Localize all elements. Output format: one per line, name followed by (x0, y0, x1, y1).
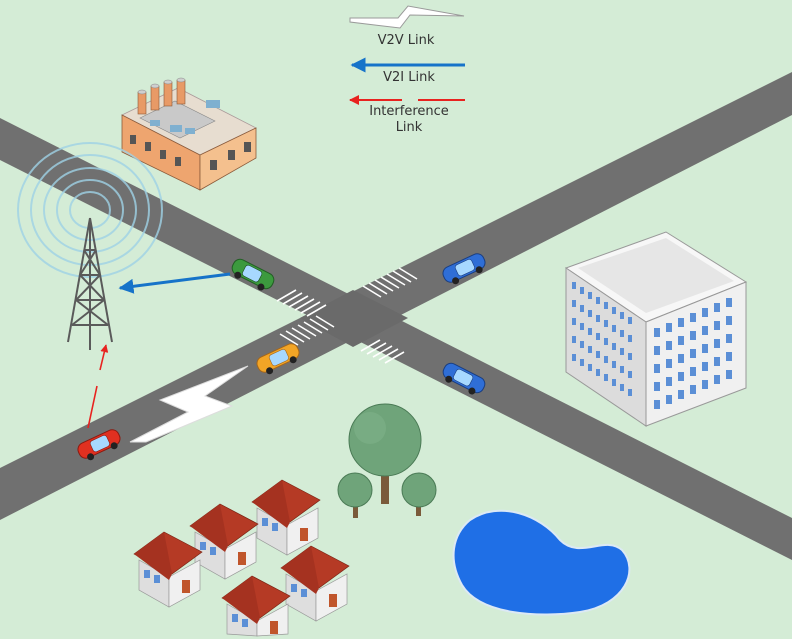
pond-icon (452, 509, 631, 616)
car-icon-orange (256, 343, 300, 375)
tree-icon-large (348, 403, 422, 504)
house-icon (221, 575, 291, 637)
intersection-center (300, 290, 408, 347)
crosswalk-east (362, 267, 418, 298)
cell-tower-icon (17, 142, 163, 350)
crosswalk-west (279, 315, 335, 346)
car-icon-blue-ne (442, 253, 486, 285)
house-icon (189, 503, 259, 580)
house-icon (251, 479, 321, 556)
factory-icon (121, 77, 257, 191)
crosswalk-north (276, 289, 327, 317)
house-icon (280, 545, 350, 622)
road-northwest-southeast (0, 118, 792, 560)
crosswalk-south (360, 339, 405, 364)
legend-v2v-label: V2V Link (377, 33, 435, 48)
tree-icon-left (337, 472, 373, 518)
tree-icon-right (401, 472, 437, 516)
legend-v2v-lightning-bolt-icon (349, 5, 465, 29)
interference-link-arrow (99, 344, 109, 371)
road-v2v-lightning-bolt-icon (129, 365, 249, 443)
v2i-link-arrow (118, 272, 231, 294)
car-icon-blue-se (442, 362, 486, 395)
interference-link-arrow-tail (87, 385, 98, 429)
car-icon-green (231, 258, 275, 291)
legend-interference-label-line2: Link (395, 120, 423, 135)
legend-interference-label-line1: Interference (369, 104, 449, 119)
office-building-icon (564, 231, 748, 427)
house-icon (133, 531, 203, 608)
legend-v2i-label: V2I Link (383, 70, 435, 85)
car-icon-red (77, 429, 121, 461)
